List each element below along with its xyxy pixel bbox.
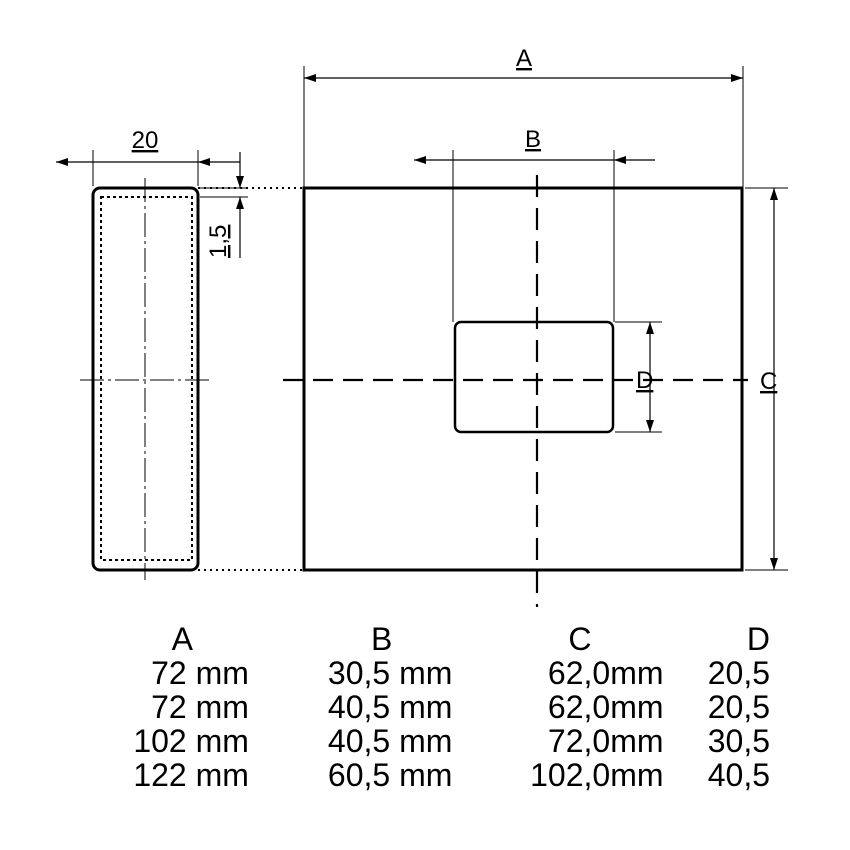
table-cell: 62,0mm xyxy=(547,655,664,691)
table-cell: 72 mm xyxy=(151,689,249,725)
table-header-A: A xyxy=(171,621,193,657)
table-cell: 40,5 mm xyxy=(327,689,453,725)
table-cell: 30,5 xyxy=(707,723,770,759)
table-cell: 20,5 xyxy=(707,689,770,725)
dimension-D-label: D xyxy=(636,367,653,394)
table-cell: 30,5 mm xyxy=(327,655,453,691)
dimension-20-label: 20 xyxy=(132,127,159,154)
table-header-row: A B C D xyxy=(90,622,770,656)
dimension-wall-thickness: 1,5 xyxy=(200,152,248,258)
dimension-20: 20 xyxy=(56,127,240,186)
front-view xyxy=(283,175,748,607)
dimension-C-label: C xyxy=(760,368,777,395)
table-row: 102 mm 40,5 mm 72,0mm 30,5 xyxy=(90,724,770,758)
table-row: 72 mm 30,5 mm 62,0mm 20,5 xyxy=(90,656,770,690)
table-cell: 40,5 mm xyxy=(327,723,453,759)
dimension-table: A B C D 72 mm 30,5 mm 62,0mm 20,5 72 mm … xyxy=(90,622,770,792)
table-cell: 62,0mm xyxy=(547,689,664,725)
table-row: 122 mm 60,5 mm 102,0mm 40,5 xyxy=(90,758,770,792)
dimension-B: B xyxy=(414,126,655,322)
dimension-D: D xyxy=(615,321,662,433)
table-cell: 60,5 mm xyxy=(327,757,453,793)
front-view-opening xyxy=(453,320,615,434)
table-cell: 122 mm xyxy=(133,757,249,793)
table-cell: 102 mm xyxy=(133,723,249,759)
dimension-wall-thickness-label: 1,5 xyxy=(205,225,232,258)
table-cell: 72,0mm xyxy=(547,723,664,759)
side-view-inner-outline xyxy=(100,196,193,561)
table-cell: 40,5 xyxy=(707,757,770,793)
dimension-A-label: A xyxy=(516,45,532,72)
table-cell: 20,5 xyxy=(707,655,770,691)
dimension-A: A xyxy=(303,45,744,188)
table-header-D: D xyxy=(746,621,770,657)
table-cell: 72 mm xyxy=(151,655,249,691)
dimension-B-label: B xyxy=(525,126,541,153)
side-view xyxy=(80,178,302,580)
dimension-C: C xyxy=(745,187,788,571)
table-row: 72 mm 40,5 mm 62,0mm 20,5 xyxy=(90,690,770,724)
table-cell: 102,0mm xyxy=(530,757,664,793)
table-header-C: C xyxy=(568,621,592,657)
table-header-B: B xyxy=(371,621,393,657)
